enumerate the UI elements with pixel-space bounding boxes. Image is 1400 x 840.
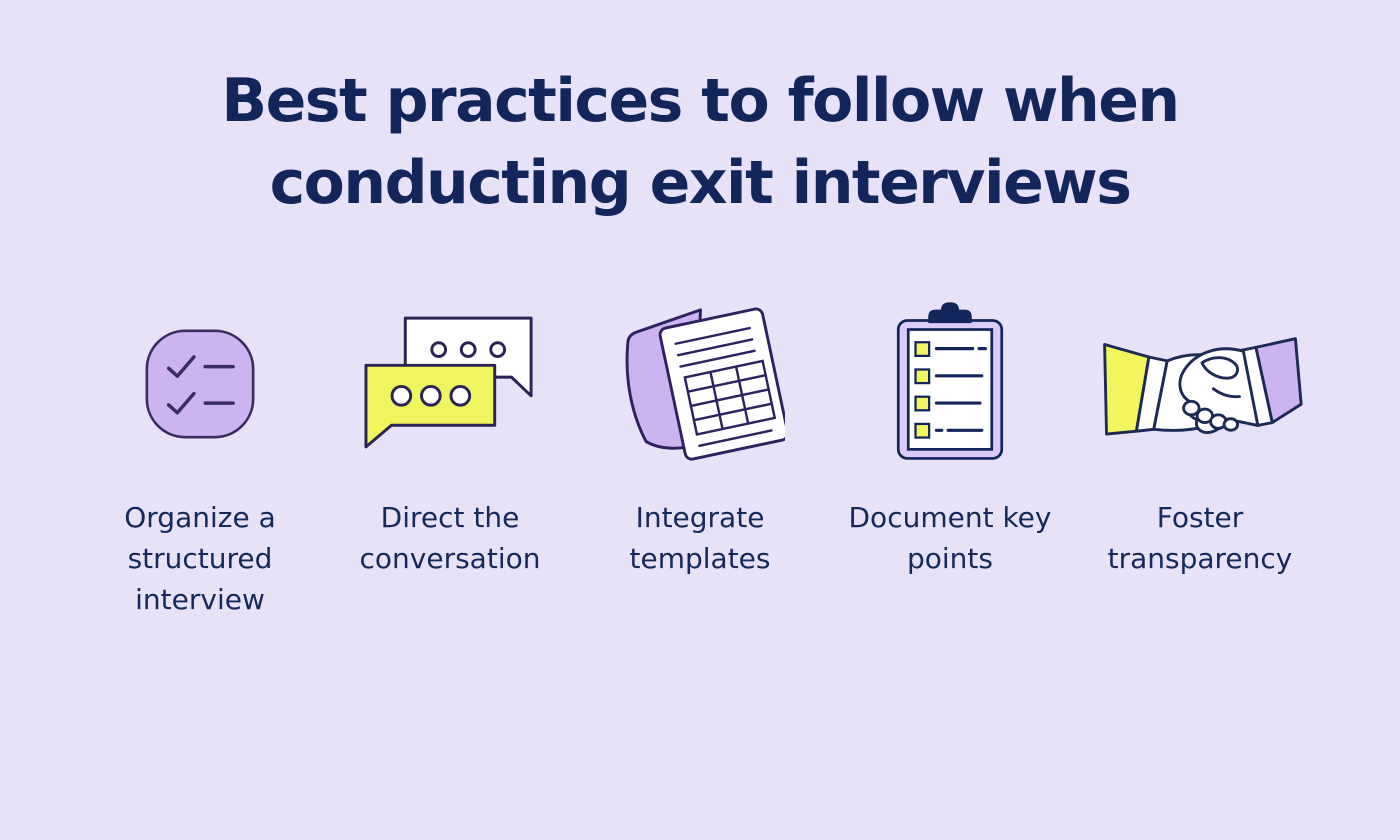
item-integrate-templates: Integrate templates: [575, 298, 825, 620]
title-line-1: Best practices to follow when: [221, 66, 1180, 136]
clipboard-checklist-icon: [896, 302, 1004, 461]
checklist-icon: [145, 329, 255, 439]
item-organize-structured-interview: Organize a structured interview: [75, 298, 325, 620]
overlapping-documents-icon: [625, 307, 785, 461]
title-line-2: conducting exit interviews: [269, 148, 1132, 219]
page-title: Best practices to follow when conducting …: [0, 60, 1400, 224]
best-practices-row: Organize a structured interview: [75, 298, 1325, 620]
item-label: Organize a structured interview: [124, 501, 276, 616]
item-label: Foster transparency: [1107, 501, 1293, 575]
item-label: Integrate templates: [629, 501, 771, 575]
item-foster-transparency: Foster transparency: [1075, 298, 1325, 620]
item-label: Document key points: [848, 501, 1052, 575]
exit-interview-infographic: Best practices to follow when conducting …: [0, 60, 1400, 840]
item-direct-the-conversation: Direct the conversation: [325, 298, 575, 620]
item-document-key-points: Document key points: [825, 298, 1075, 620]
speech-bubbles-icon: [364, 317, 533, 449]
handshake-icon: [1103, 337, 1303, 436]
item-label: Direct the conversation: [359, 501, 541, 575]
